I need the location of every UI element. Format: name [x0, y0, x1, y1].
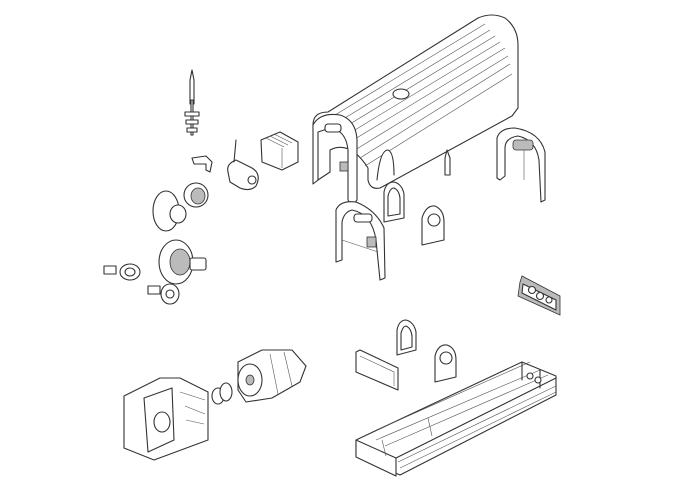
clutch-gear [158, 239, 207, 285]
motor [237, 349, 307, 403]
clip-bracket [191, 155, 213, 173]
gasket-plate [517, 275, 561, 316]
large-gear [152, 190, 187, 232]
capacitor [227, 139, 259, 191]
terminal-block [260, 131, 299, 171]
hole-bracket-2 [434, 344, 457, 383]
end-cap-right [496, 127, 546, 203]
clamp-ring-1 [103, 263, 141, 281]
pinion [211, 382, 233, 405]
u-bracket-2 [396, 319, 417, 356]
end-cap-left [335, 201, 386, 281]
top-cover [312, 14, 519, 207]
gearbox [123, 377, 209, 461]
screw-2 [444, 149, 451, 176]
mounting-plate [355, 349, 399, 391]
screw-1 [189, 69, 195, 105]
clamp-ring-2 [147, 283, 180, 305]
hole-bracket-1 [421, 205, 445, 246]
u-bracket-1 [383, 181, 405, 223]
base-rail [355, 361, 557, 477]
drive-pin [184, 99, 200, 136]
small-gear [183, 182, 209, 208]
